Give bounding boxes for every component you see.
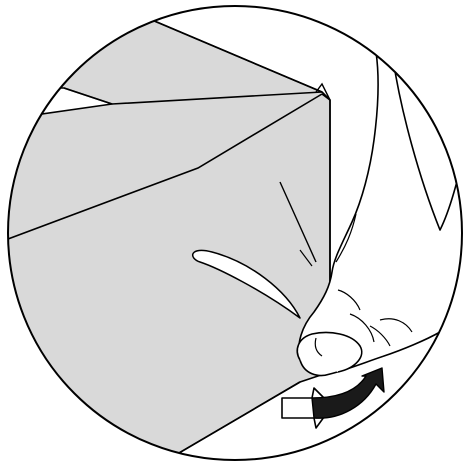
illustration-stage [0,0,467,470]
clipped-scene [0,0,467,470]
folding-instruction-illustration [0,0,467,470]
